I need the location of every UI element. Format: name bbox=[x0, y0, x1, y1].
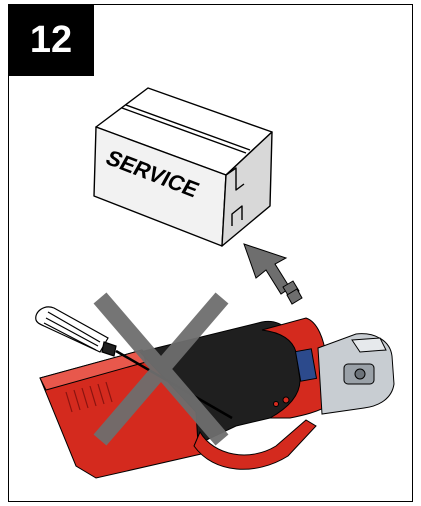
service-box-icon: SERVICE bbox=[94, 88, 272, 246]
arrow-up-icon bbox=[244, 244, 302, 304]
